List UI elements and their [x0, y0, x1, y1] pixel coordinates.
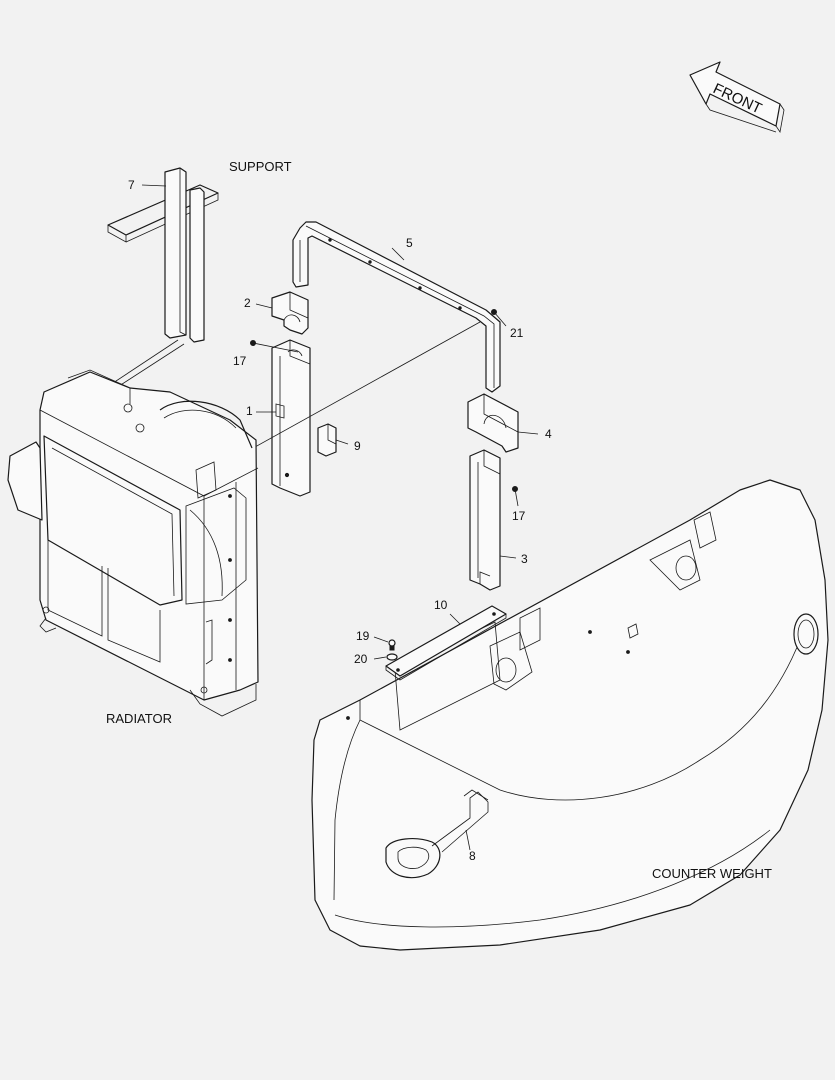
part-4-clamp: [467, 393, 539, 453]
callout-17a: 17: [233, 354, 247, 368]
part-2-clamp: [255, 291, 309, 335]
counter-weight: [311, 479, 829, 951]
front-arrow-icon: FRONT: [689, 61, 785, 134]
callout-2: 2: [244, 296, 251, 310]
callout-7: 7: [128, 178, 135, 192]
part-1-channel: [256, 339, 311, 497]
callout-19: 19: [356, 629, 370, 643]
part-9-block: [317, 423, 349, 457]
part-10-plate: [373, 605, 507, 681]
bolts: [245, 309, 519, 507]
callout-3: 3: [521, 552, 528, 566]
label-support: SUPPORT: [229, 159, 292, 174]
support-bracket: [107, 167, 219, 389]
callout-10: 10: [434, 598, 448, 612]
label-radiator: RADIATOR: [106, 711, 172, 726]
callout-8: 8: [469, 849, 476, 863]
callout-20: 20: [354, 652, 368, 666]
callout-17b: 17: [512, 509, 526, 523]
callout-21: 21: [510, 326, 524, 340]
callout-9: 9: [354, 439, 361, 453]
label-counter-weight: COUNTER WEIGHT: [652, 866, 772, 881]
radiator-assembly: [7, 369, 259, 717]
part-3-channel: [469, 449, 517, 591]
upper-frame: [292, 221, 501, 393]
callout-1: 1: [246, 404, 253, 418]
callout-5: 5: [406, 236, 413, 250]
callout-4: 4: [545, 427, 552, 441]
